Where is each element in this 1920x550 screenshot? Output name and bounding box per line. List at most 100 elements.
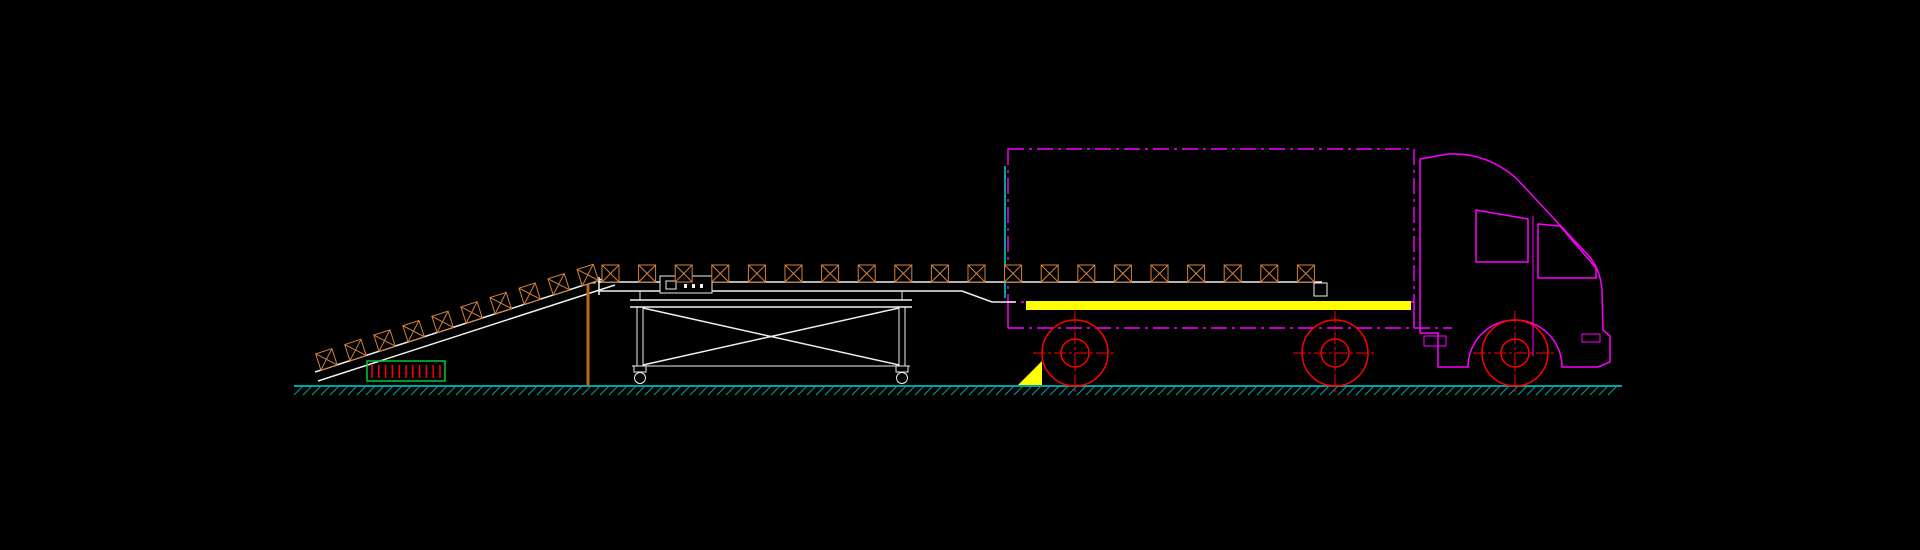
ground-hatch-tick [1328, 385, 1339, 396]
box-diagonal [674, 264, 693, 283]
ground-hatch-tick [1436, 385, 1447, 396]
box-diagonal [638, 264, 656, 283]
ground-hatch-tick [509, 385, 520, 396]
ground-hatch-tick [788, 385, 799, 396]
cargo-box-symbol [431, 310, 454, 334]
ground-hatch-tick [761, 385, 772, 396]
ground-hatch-tick [1346, 385, 1357, 396]
cargo-box-symbol [747, 264, 766, 283]
box-diagonal [1150, 264, 1169, 283]
ground-hatch-tick [1031, 385, 1042, 396]
ground-hatch-tick [500, 385, 511, 396]
ground-hatch-tick [662, 385, 673, 396]
box-diagonal [378, 329, 391, 352]
ground-hatch-tick [1400, 385, 1411, 396]
ground-hatch-tick [482, 385, 493, 396]
box-diagonal [1297, 264, 1315, 283]
ground-hatch-tick [1184, 385, 1195, 396]
boom-end-pulley [1313, 282, 1328, 297]
ground-hatch-tick [1607, 385, 1618, 396]
ground-hatch-tick [1310, 385, 1321, 396]
ground-hatch-tick [1418, 385, 1429, 396]
ground-hatch-tick [554, 385, 565, 396]
ground-hatch-tick [635, 385, 646, 396]
ground-hatch-tick [1391, 385, 1402, 396]
ground-group [293, 385, 1622, 396]
ground-hatch-tick [338, 385, 349, 396]
cargo-box-symbol [1296, 264, 1315, 283]
ground-hatch-tick [383, 385, 394, 396]
ground-hatch-tick [1157, 385, 1168, 396]
box-diagonal [349, 339, 362, 361]
ground-hatch-tick [1364, 385, 1375, 396]
ground-hatch-tick [1013, 385, 1024, 396]
box-diagonal [523, 282, 536, 305]
ground-hatch-tick [887, 385, 898, 396]
ground-hatch-tick [419, 385, 430, 396]
ground-hatch-tick [1175, 385, 1186, 396]
ground-hatch-tick [491, 385, 502, 396]
cargo-box-symbol [821, 264, 840, 283]
box-diagonal [465, 301, 478, 324]
ground-hatch-tick [851, 385, 862, 396]
cargo-box-symbol [1040, 264, 1059, 283]
ground-hatch-tick [1049, 385, 1060, 396]
ground-hatch-tick [1571, 385, 1582, 396]
ground-hatch-tick [1490, 385, 1501, 396]
box-diagonal [821, 264, 839, 283]
ground-hatch-tick [1094, 385, 1105, 396]
ground-hatch-tick [1166, 385, 1177, 396]
box-diagonal [1114, 264, 1132, 283]
ground-hatch-tick [680, 385, 691, 396]
ground-hatch-tick [365, 385, 376, 396]
bed-stripe [1026, 301, 1411, 310]
cargo-box-symbol [460, 301, 483, 324]
box-diagonal [1077, 264, 1096, 283]
box-diagonal [1004, 264, 1022, 283]
cargo-box-symbol [967, 264, 986, 283]
ground-hatch-tick [734, 385, 745, 396]
ground-hatch-tick [518, 385, 529, 396]
box-diagonal [552, 273, 565, 296]
ground-hatch-tick [1004, 385, 1015, 396]
table-casters [633, 365, 909, 384]
ground-hatch-tick [1103, 385, 1114, 396]
cab-front-window [1537, 223, 1597, 279]
ground-hatch-tick [1580, 385, 1591, 396]
ground-hatch-tick [1193, 385, 1204, 396]
box-diagonal [407, 320, 420, 343]
ground-hatch-tick [743, 385, 754, 396]
ground-hatch-tick [1067, 385, 1078, 396]
ground-hatch-tick [1220, 385, 1231, 396]
ground-hatch-tick [824, 385, 835, 396]
ground-hatch-tick [995, 385, 1006, 396]
ground-hatch-tick [1319, 385, 1330, 396]
ground-hatch-tick [1445, 385, 1456, 396]
ground-hatch-tick [374, 385, 385, 396]
cargo-box-symbol [373, 329, 396, 352]
ground-hatch-tick [671, 385, 682, 396]
caster-mount [633, 365, 647, 373]
ground-hatch-tick [572, 385, 583, 396]
incline-belt-bottom [317, 284, 616, 382]
cargo-box-symbol [894, 264, 913, 283]
ground-hatch-tick [1112, 385, 1123, 396]
cargo-box-symbol [315, 348, 338, 371]
ground-hatch-tick [1202, 385, 1213, 396]
ground-hatch-tick [779, 385, 790, 396]
ground-hatch-tick [1535, 385, 1546, 396]
ground-hatch-tick [563, 385, 574, 396]
cargo-box-symbol [638, 264, 657, 283]
box-diagonal [748, 264, 766, 283]
ground-hatch-tick [1427, 385, 1438, 396]
box-diagonal [857, 264, 876, 283]
ground-hatch-tick [644, 385, 655, 396]
ground-hatch-tick [869, 385, 880, 396]
cargo-box-symbol [711, 264, 730, 283]
ground-hatch-tick [860, 385, 871, 396]
ground-hatch-tick [770, 385, 781, 396]
wheel-chock [1018, 361, 1042, 385]
ground-hatch-tick [1517, 385, 1528, 396]
ground-hatch-tick [806, 385, 817, 396]
